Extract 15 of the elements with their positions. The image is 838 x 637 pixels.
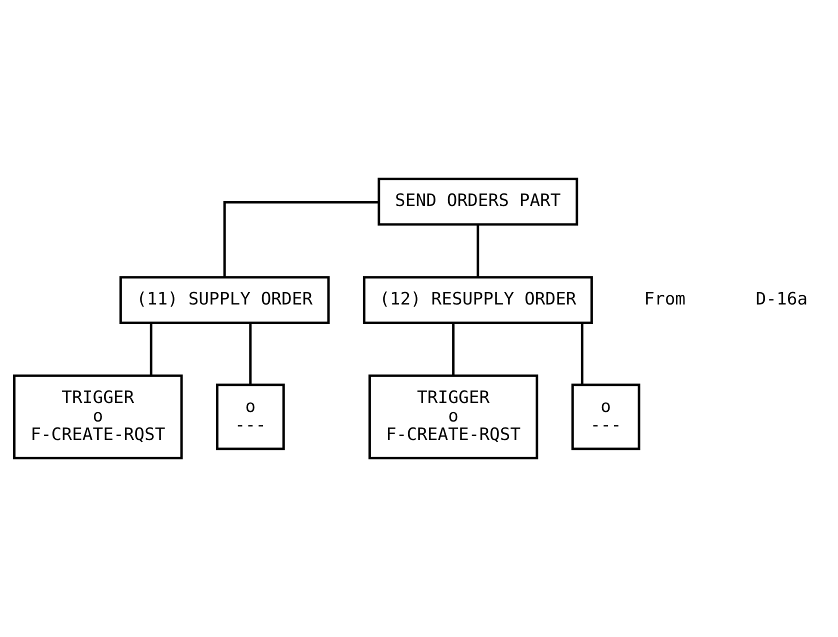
node-box: o ---	[570, 384, 640, 450]
label: From	[644, 290, 686, 310]
connector	[580, 323, 583, 385]
node-box: TRIGGER o F-CREATE-RQST	[12, 374, 182, 460]
connector	[248, 323, 252, 385]
connector	[222, 201, 378, 277]
connector	[476, 224, 479, 278]
node-box: (12) RESUPPLY ORDER	[362, 276, 592, 324]
connector	[149, 323, 152, 376]
label: D-16a	[755, 290, 808, 310]
node-box: TRIGGER o F-CREATE-RQST	[368, 374, 538, 460]
node-box: SEND ORDERS PART	[377, 178, 578, 226]
connector	[452, 323, 454, 376]
node-box: (11) SUPPLY ORDER	[118, 276, 330, 324]
node-box: o ---	[215, 384, 284, 450]
